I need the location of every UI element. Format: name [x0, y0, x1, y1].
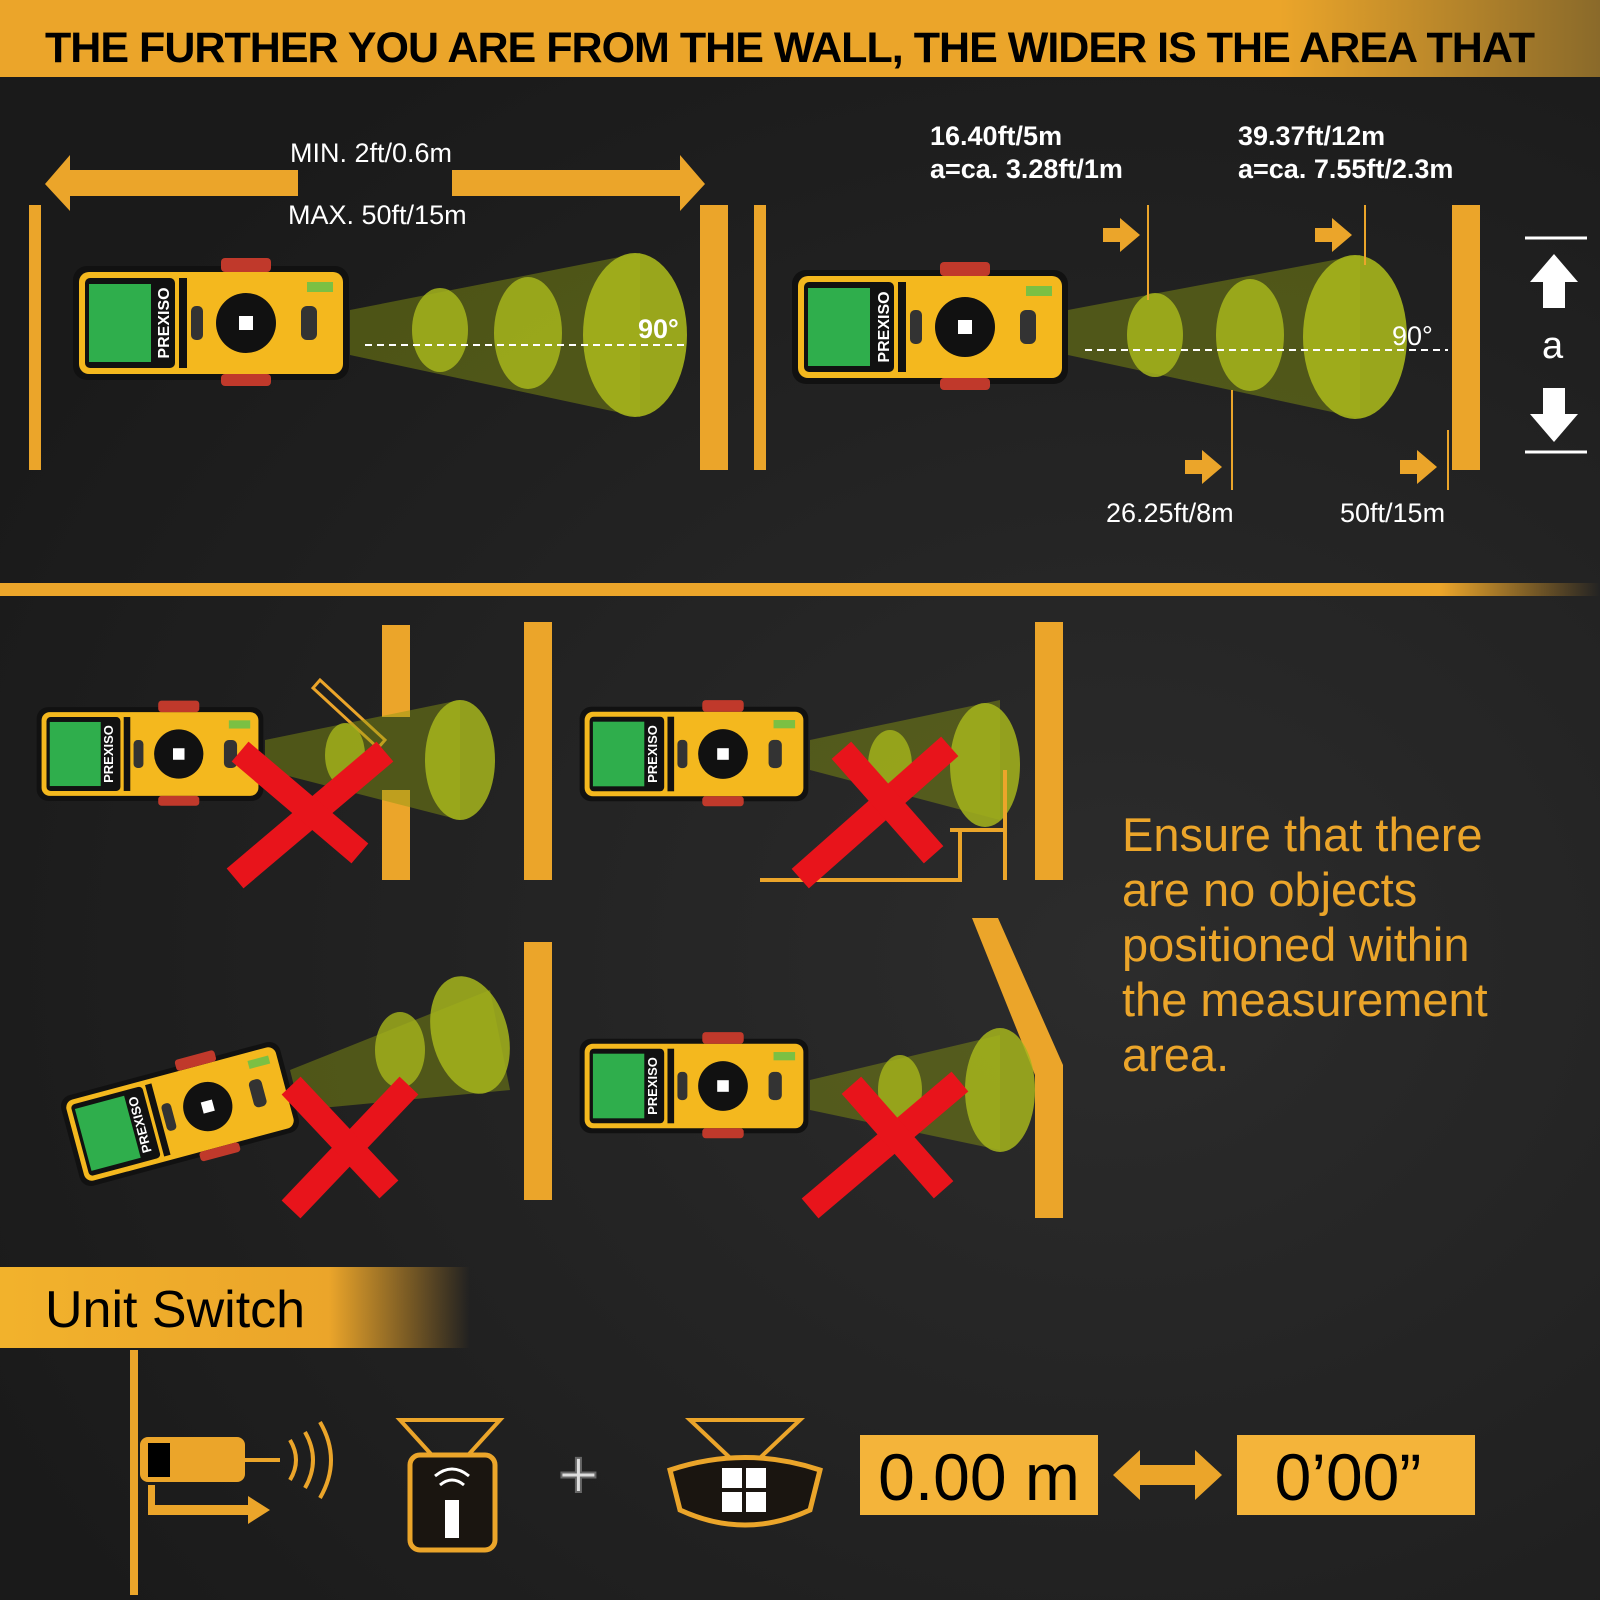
- note-line: Ensure that there: [1122, 808, 1483, 861]
- scenario-obstruction-opening: PREXISO: [36, 625, 495, 889]
- arrow-right-icon: [452, 155, 705, 211]
- metric-value: 0.00 m: [878, 1440, 1080, 1514]
- scenario-obstruction-furniture: PREXISO: [524, 622, 1063, 889]
- beam-ring: [1216, 279, 1284, 391]
- area-diagram: 90° PREXISO 16.40ft/5m a=ca. 3.28ft/1m 3…: [754, 121, 1587, 528]
- unit-switch-title: Unit Switch: [45, 1281, 305, 1339]
- a-label: a: [1542, 325, 1564, 367]
- device-brand: PREXISO: [101, 725, 116, 783]
- wall-left: [754, 205, 766, 470]
- header-banner: [0, 0, 1600, 77]
- cross-icon: [226, 741, 394, 889]
- plus-icon: +: [558, 1435, 599, 1513]
- device-brand: PREXISO: [645, 725, 660, 783]
- stud-finder-device: [36, 700, 264, 806]
- arrow-down-icon: [1530, 388, 1578, 442]
- beam-cone: [1068, 255, 1360, 418]
- beam-ring: [1303, 255, 1407, 419]
- cross-icon: [801, 1071, 969, 1219]
- stud-finder-device: [792, 262, 1068, 390]
- arrow-up-icon: [1530, 254, 1578, 308]
- wall-right: [700, 205, 728, 470]
- swap-arrow-icon: [1113, 1450, 1222, 1500]
- distance-8m-label: 26.25ft/8m: [1106, 498, 1234, 528]
- stud-finder-device: [579, 700, 809, 807]
- scenario-tilted-device: PREXISO: [56, 942, 552, 1219]
- distance-5m-label: 16.40ft/5m: [930, 121, 1062, 151]
- area-2.3m-label: a=ca. 7.55ft/2.3m: [1238, 154, 1453, 184]
- area-1m-label: a=ca. 3.28ft/1m: [930, 154, 1123, 184]
- range-diagram: MIN. 2ft/0.6m MAX. 50ft/15m 90° PREXISO: [29, 138, 728, 470]
- stud-finder-device: [56, 1033, 303, 1194]
- note-line: the measurement: [1122, 973, 1488, 1026]
- min-range-label: MIN. 2ft/0.6m: [290, 138, 452, 168]
- device-side-icon: [140, 1420, 333, 1524]
- angle-label: 90°: [1392, 321, 1433, 351]
- distance-15m-label: 50ft/15m: [1340, 498, 1445, 528]
- menu-button-icon: [667, 1418, 823, 1528]
- cross-icon: [281, 1076, 419, 1219]
- wall-line: [130, 1350, 138, 1595]
- marker-lines: [1147, 205, 1449, 490]
- distance-12m-label: 39.37ft/12m: [1238, 121, 1385, 151]
- stud-finder-device: [73, 258, 349, 386]
- note-line: area.: [1122, 1028, 1229, 1081]
- placement-note: Ensure that there are no objects positio…: [1122, 808, 1488, 1081]
- scan-button-icon: [395, 1418, 505, 1553]
- imperial-display: [1237, 1435, 1475, 1515]
- device-brand: PREXISO: [876, 291, 893, 362]
- wall-left: [29, 205, 41, 470]
- a-indicator: a: [1525, 236, 1587, 454]
- metric-display: [860, 1435, 1098, 1515]
- beam-ring: [412, 288, 468, 372]
- header-title: THE FURTHER YOU ARE FROM THE WALL, THE W…: [45, 24, 1535, 72]
- section-divider: [0, 583, 1600, 596]
- wall-right: [1452, 205, 1480, 470]
- beam-ring: [583, 253, 687, 417]
- max-range-label: MAX. 50ft/15m: [288, 200, 467, 230]
- device-brand: PREXISO: [156, 287, 173, 358]
- note-line: positioned within: [1122, 918, 1470, 971]
- stud-finder-device: [579, 1032, 809, 1139]
- beam-ring: [494, 277, 562, 389]
- angle-label: 90°: [638, 314, 679, 344]
- pointer-arrows: [1103, 218, 1437, 484]
- cross-icon: [791, 736, 959, 889]
- note-line: are no objects: [1122, 863, 1417, 916]
- imperial-value: 0’00”: [1275, 1440, 1422, 1514]
- scenario-angled-wall: PREXISO: [579, 918, 1063, 1219]
- beam-ring: [1127, 293, 1183, 377]
- arrow-left-icon: [45, 155, 298, 211]
- device-brand: PREXISO: [645, 1057, 660, 1115]
- unit-switch-banner: [0, 1267, 470, 1348]
